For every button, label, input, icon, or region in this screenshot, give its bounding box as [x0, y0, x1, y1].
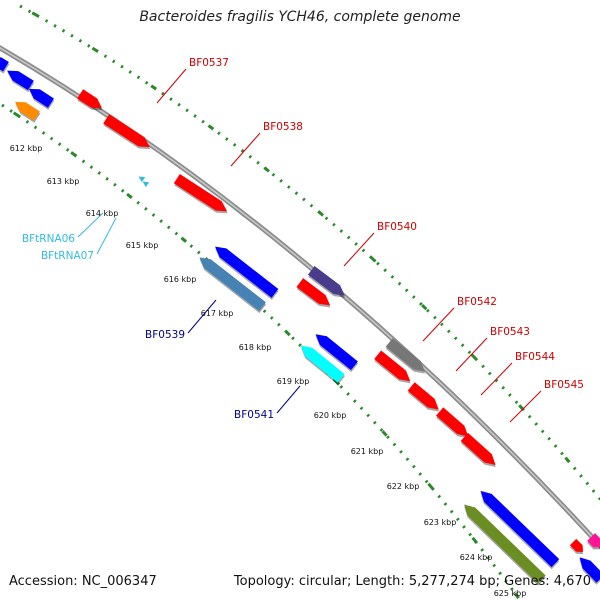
outer-tick-ring: [19, 4, 600, 502]
gene-label-leader: [187, 299, 217, 334]
trna-arrow: [142, 181, 150, 188]
gene-feature[interactable]: [435, 407, 473, 442]
gene-feature[interactable]: [460, 432, 501, 471]
gene-feature[interactable]: [459, 501, 546, 586]
gene-arrow: [215, 246, 279, 298]
gene-label[interactable]: BF0538: [263, 121, 303, 133]
gene-feature[interactable]: [0, 55, 10, 74]
gene-label-leader: [230, 132, 261, 167]
kbp-label: 615 kbp: [126, 241, 159, 250]
feature-labels: BF0537BF0538BF0540BF0542BF0543BF0544BF05…: [145, 57, 584, 423]
gene-label-leader: [455, 337, 488, 372]
kbp-label: 620 kbp: [314, 411, 347, 420]
gene-feature[interactable]: [102, 114, 154, 154]
gene-feature[interactable]: [25, 84, 55, 110]
gene-label-leader: [509, 390, 542, 423]
gene-label[interactable]: BF0541: [234, 409, 274, 421]
gene-label-leader: [480, 362, 513, 396]
gene-feature[interactable]: [3, 66, 35, 93]
accession-text: Accession: NC_006347: [9, 574, 157, 589]
kbp-label: 618 kbp: [239, 343, 272, 352]
gene-feature[interactable]: [211, 242, 280, 300]
gene-feature[interactable]: [307, 265, 349, 302]
kbp-label: 616 kbp: [164, 275, 197, 284]
kbp-labels: 612 kbp 613 kbp 614 kbp 615 kbp 616 kbp 617 k…: [10, 144, 527, 598]
gene-feature[interactable]: [311, 330, 359, 373]
gene-arrow: [374, 350, 411, 382]
features: [0, 55, 600, 586]
trna-label[interactable]: BFtRNA07: [41, 250, 94, 262]
gene-label[interactable]: BF0539: [145, 329, 185, 341]
gene-feature[interactable]: [476, 487, 561, 570]
kbp-label: 612 kbp: [10, 144, 43, 153]
gene-label[interactable]: BF0543: [490, 326, 530, 338]
gene-arrow: [307, 265, 345, 296]
gene-feature[interactable]: [407, 382, 444, 416]
gene-label-leader: [422, 307, 455, 342]
gene-arrow: [296, 278, 331, 306]
kbp-label: 619 kbp: [277, 377, 310, 386]
gene-arrow: [77, 89, 102, 109]
gene-feature[interactable]: [11, 97, 41, 123]
gene-arrow: [385, 338, 425, 372]
gene-arrow: [579, 557, 600, 583]
gene-feature[interactable]: [385, 338, 430, 378]
kbp-label: 617 kbp: [201, 309, 234, 318]
trna-label-leader: [77, 212, 104, 238]
gene-arrow: [199, 257, 266, 311]
gene-arrow: [460, 432, 496, 466]
gene-feature[interactable]: [173, 174, 231, 218]
kbp-label: 624 kbp: [460, 553, 493, 562]
kbp-label: 622 kbp: [387, 482, 420, 491]
gene-label[interactable]: BF0545: [544, 379, 584, 391]
gene-label-leader: [343, 232, 375, 267]
gene-feature[interactable]: [76, 89, 106, 114]
gene-arrow: [407, 382, 439, 410]
outer-tick-ring-major: [19, 4, 600, 502]
trna-label[interactable]: BFtRNA06: [22, 233, 75, 245]
gene-arrow: [15, 101, 40, 121]
tick-rings: [1, 4, 600, 600]
gene-arrow: [103, 114, 150, 148]
gene-label-leader: [156, 68, 187, 104]
gene-feature[interactable]: [575, 553, 600, 585]
gene-feature[interactable]: [195, 253, 267, 314]
kbp-label: 623 kbp: [424, 518, 457, 527]
gene-label[interactable]: BF0537: [189, 57, 229, 69]
gene-label[interactable]: BF0544: [515, 351, 555, 363]
gene-feature[interactable]: [296, 341, 345, 385]
gene-feature[interactable]: [296, 278, 335, 312]
kbp-label: 614 kbp: [86, 209, 119, 218]
gene-arrow: [569, 538, 583, 552]
gene-arrow: [300, 345, 345, 383]
gene-label[interactable]: BF0542: [457, 296, 497, 308]
gene-feature[interactable]: [373, 350, 415, 388]
gene-label[interactable]: BF0540: [377, 221, 417, 233]
trna-feature[interactable]: [141, 179, 150, 188]
gene-arrow: [464, 504, 546, 584]
gene-arrow: [587, 533, 600, 548]
gene-feature[interactable]: [569, 538, 587, 557]
kbp-label: 621 kbp: [351, 447, 384, 456]
kbp-label: 625 kbp: [494, 589, 527, 598]
gene-arrow: [436, 407, 469, 437]
gene-arrow: [315, 334, 358, 371]
trna-label-leader: [96, 217, 117, 255]
gene-arrow: [480, 490, 560, 568]
gene-feature[interactable]: [586, 533, 600, 553]
gene-arrow: [0, 57, 9, 72]
topology-text: Topology: circular; Length: 5,277,274 bp…: [233, 574, 591, 589]
trna-feature[interactable]: [137, 174, 146, 183]
trna-arrow: [138, 176, 146, 183]
gene-label-leader: [276, 385, 301, 414]
gene-arrow: [7, 70, 34, 91]
gene-arrow: [173, 174, 228, 212]
map-title: Bacteroides fragilis YCH46, complete gen…: [139, 9, 461, 25]
kbp-label: 613 kbp: [47, 177, 80, 186]
gene-arrow: [29, 88, 54, 108]
